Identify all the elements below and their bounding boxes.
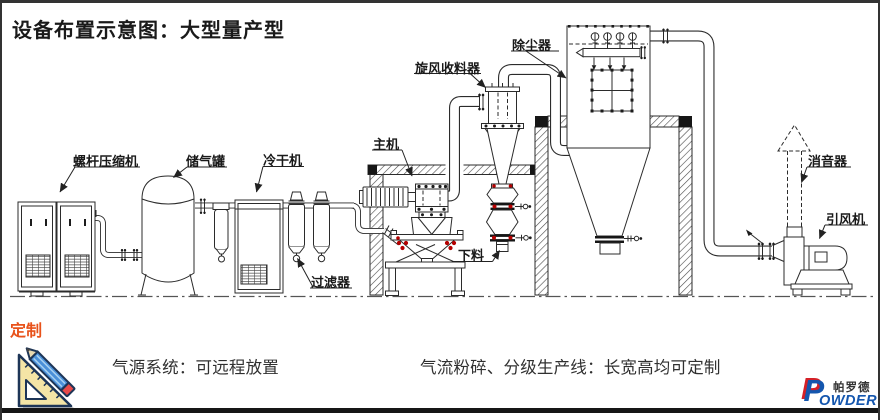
diagram-canvas — [10, 25, 874, 298]
label-muffler: 消音器 — [808, 154, 848, 169]
logo-brand-en: OWDER — [819, 393, 878, 409]
page-title: 设备布置示意图：大型量产型 — [12, 20, 285, 42]
label-cyclone: 旋风收料器 — [415, 61, 481, 76]
callout-leaders — [59, 50, 868, 289]
air-source-note: 气源系统：可远程放置 — [112, 359, 279, 377]
induced-draft-fan — [772, 236, 853, 296]
logo-mark: P — [803, 373, 825, 408]
line-filters — [288, 191, 354, 263]
label-discharge: 下料 — [458, 248, 485, 263]
air-storage-tank — [138, 175, 198, 296]
logo-brand-cn: 帕罗德 — [833, 382, 871, 394]
fan-inlet-valve — [746, 229, 775, 260]
label-compressor: 螺杆压缩机 — [73, 154, 139, 169]
main-machine — [359, 183, 466, 296]
label-dryer: 冷干机 — [263, 153, 303, 168]
custom-tag: 定制 — [10, 323, 43, 340]
cyclone-collector — [481, 83, 532, 252]
label-filter: 过滤器 — [311, 275, 351, 290]
dust-collector — [566, 25, 651, 255]
process-piping — [445, 28, 772, 257]
label-induced-fan: 引风机 — [826, 212, 866, 227]
refrigerated-dryer — [234, 199, 284, 294]
logo-mark-shadow: P — [801, 371, 822, 406]
tank-outlet-filter — [212, 202, 230, 263]
label-dust-collector: 除尘器 — [512, 38, 552, 53]
ruler-pencil-icon — [17, 347, 77, 411]
cyclone-inlet-flange — [478, 93, 485, 111]
production-line-note: 气流粉碎、分级生产线：长宽高均可定制 — [420, 359, 721, 377]
muffler — [777, 124, 811, 238]
label-main-machine: 主机 — [373, 137, 400, 152]
label-air-tank: 储气罐 — [186, 154, 226, 169]
screw-compressor — [17, 201, 96, 297]
bottom-border-bar — [2, 408, 878, 413]
